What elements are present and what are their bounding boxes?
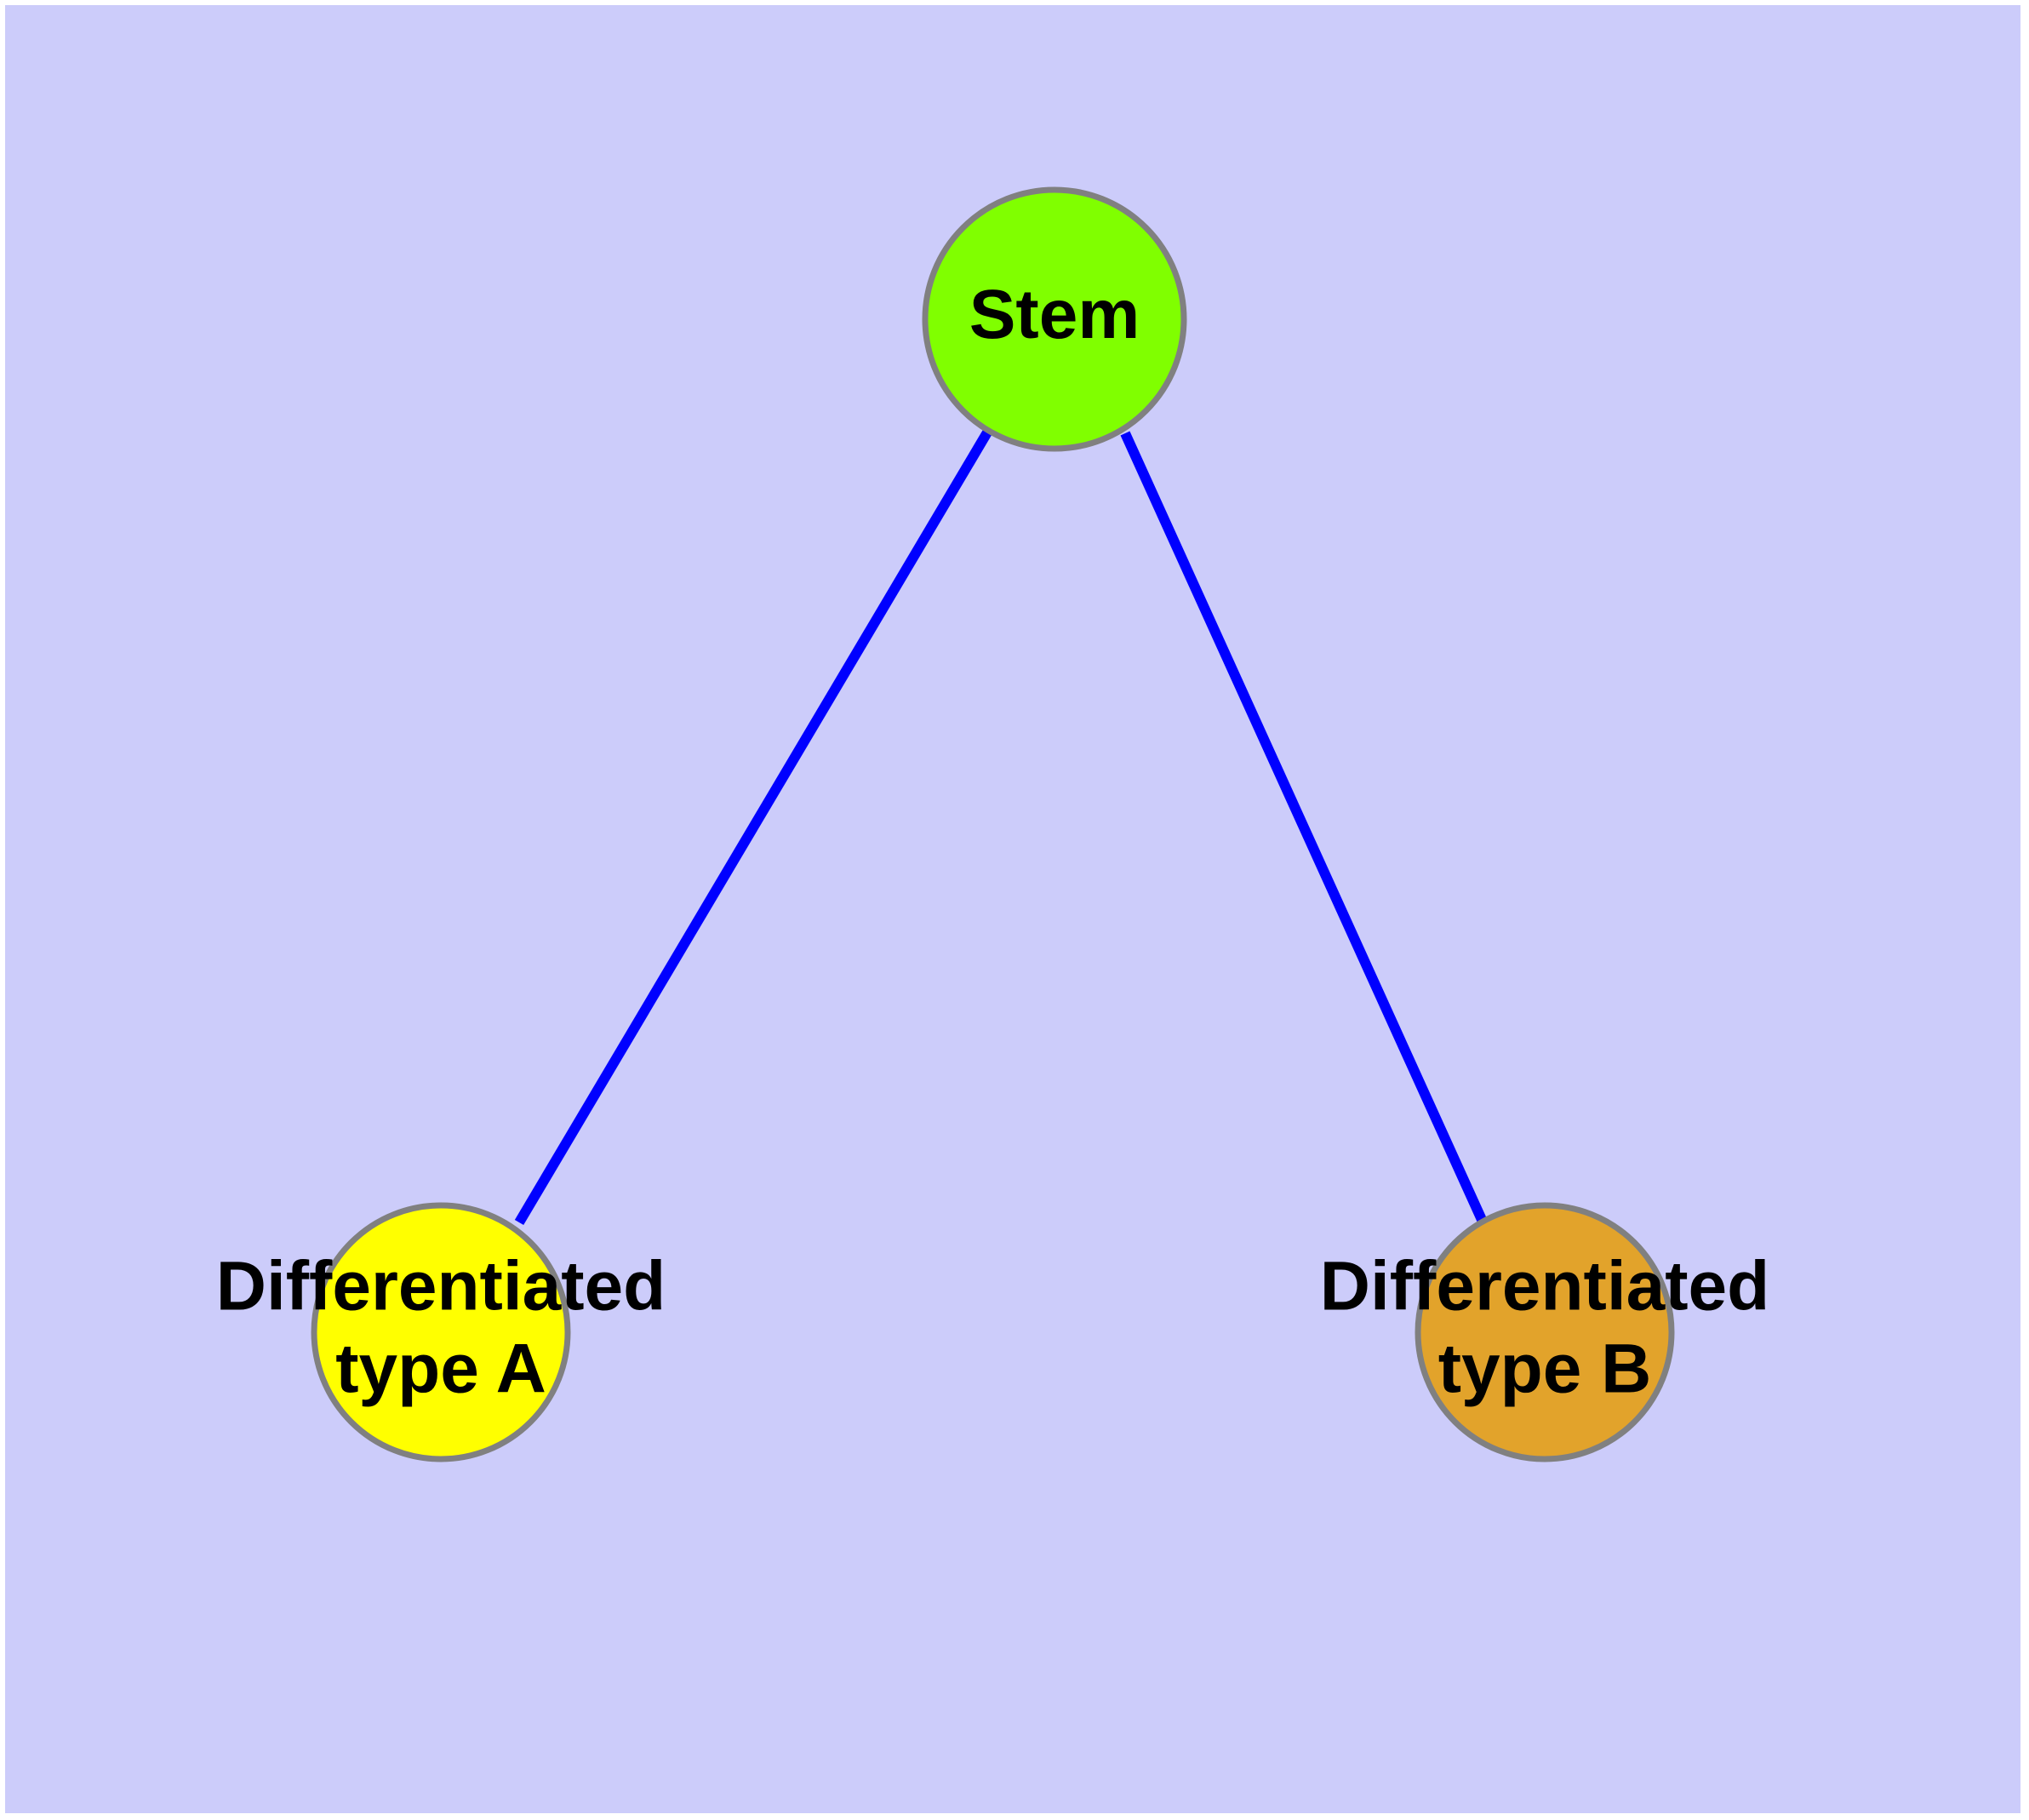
edges-layer: [514, 429, 1488, 1226]
node-circle-diff_b[interactable]: [1415, 1202, 1675, 1462]
node-circle-diff_a[interactable]: [311, 1202, 571, 1462]
graph-node-stem[interactable]: Stem: [922, 186, 1187, 452]
graph-edge[interactable]: [514, 429, 992, 1226]
node-label-line: type B: [1438, 1330, 1652, 1407]
node-label-line: Differentiated: [1320, 1247, 1770, 1325]
node-label-line: type A: [335, 1330, 546, 1407]
node-label-stem: Stem: [969, 276, 1140, 353]
node-label-line: Differentiated: [216, 1247, 666, 1325]
node-label-line: Stem: [969, 276, 1140, 353]
node-circle-stem[interactable]: [922, 186, 1187, 452]
graph-edge[interactable]: [1120, 431, 1488, 1224]
